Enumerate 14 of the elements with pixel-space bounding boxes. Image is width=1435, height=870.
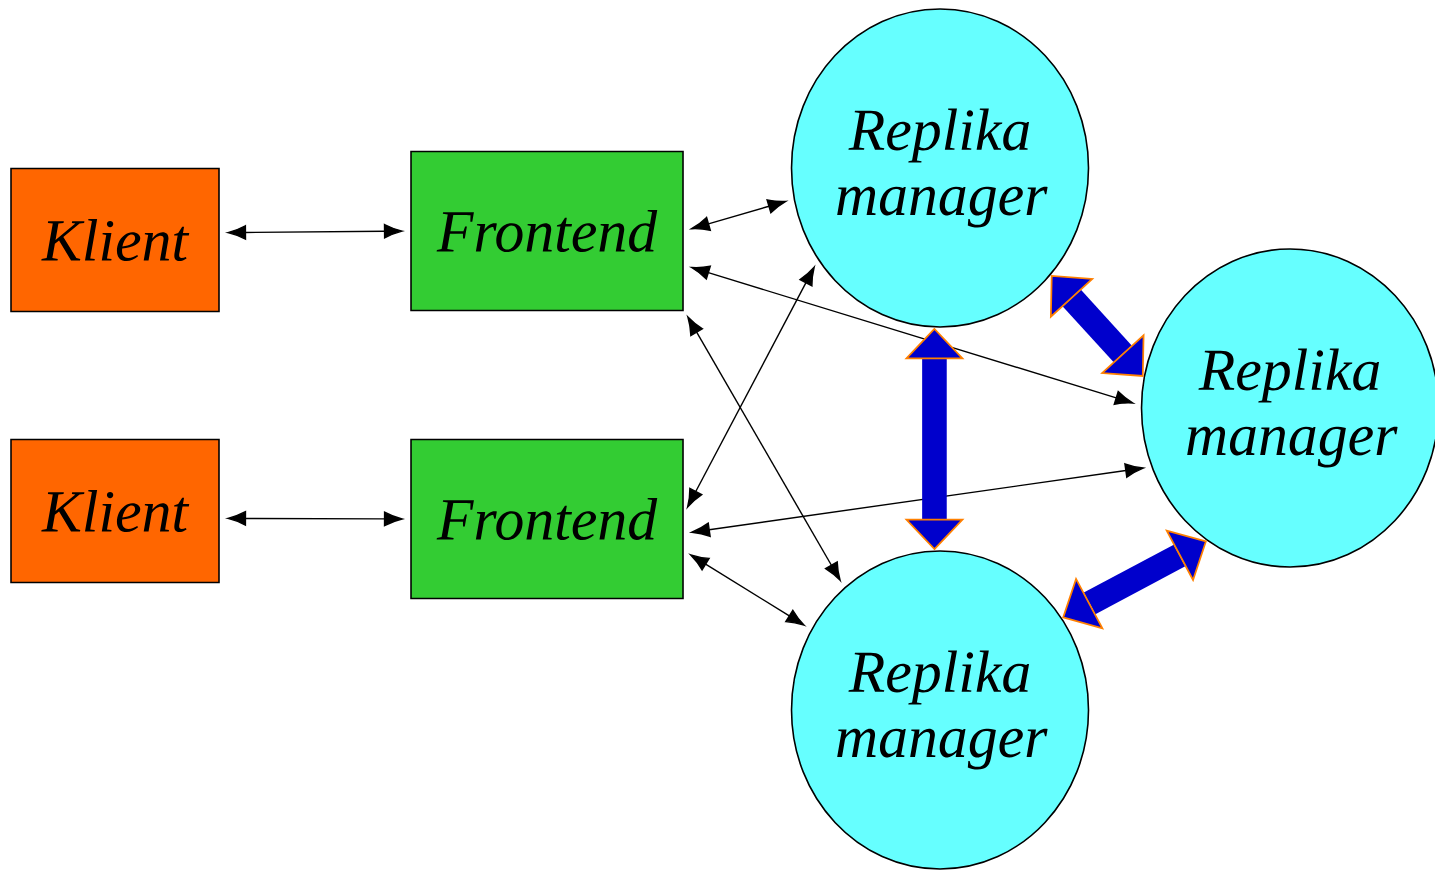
arrow <box>690 199 787 231</box>
arrow <box>227 223 403 240</box>
frontend-box: Frontend <box>410 438 684 600</box>
double-arrow <box>1062 529 1207 630</box>
arrow <box>227 511 403 527</box>
client-box: Klient <box>10 167 220 313</box>
arrow <box>690 265 1134 405</box>
arrow <box>691 463 1144 538</box>
frontend-box: Frontend <box>410 150 684 312</box>
client-box: Klient <box>10 438 220 584</box>
arrow <box>690 554 805 626</box>
arrow <box>686 266 815 508</box>
arrow <box>687 316 841 582</box>
double-arrow <box>1049 275 1145 377</box>
